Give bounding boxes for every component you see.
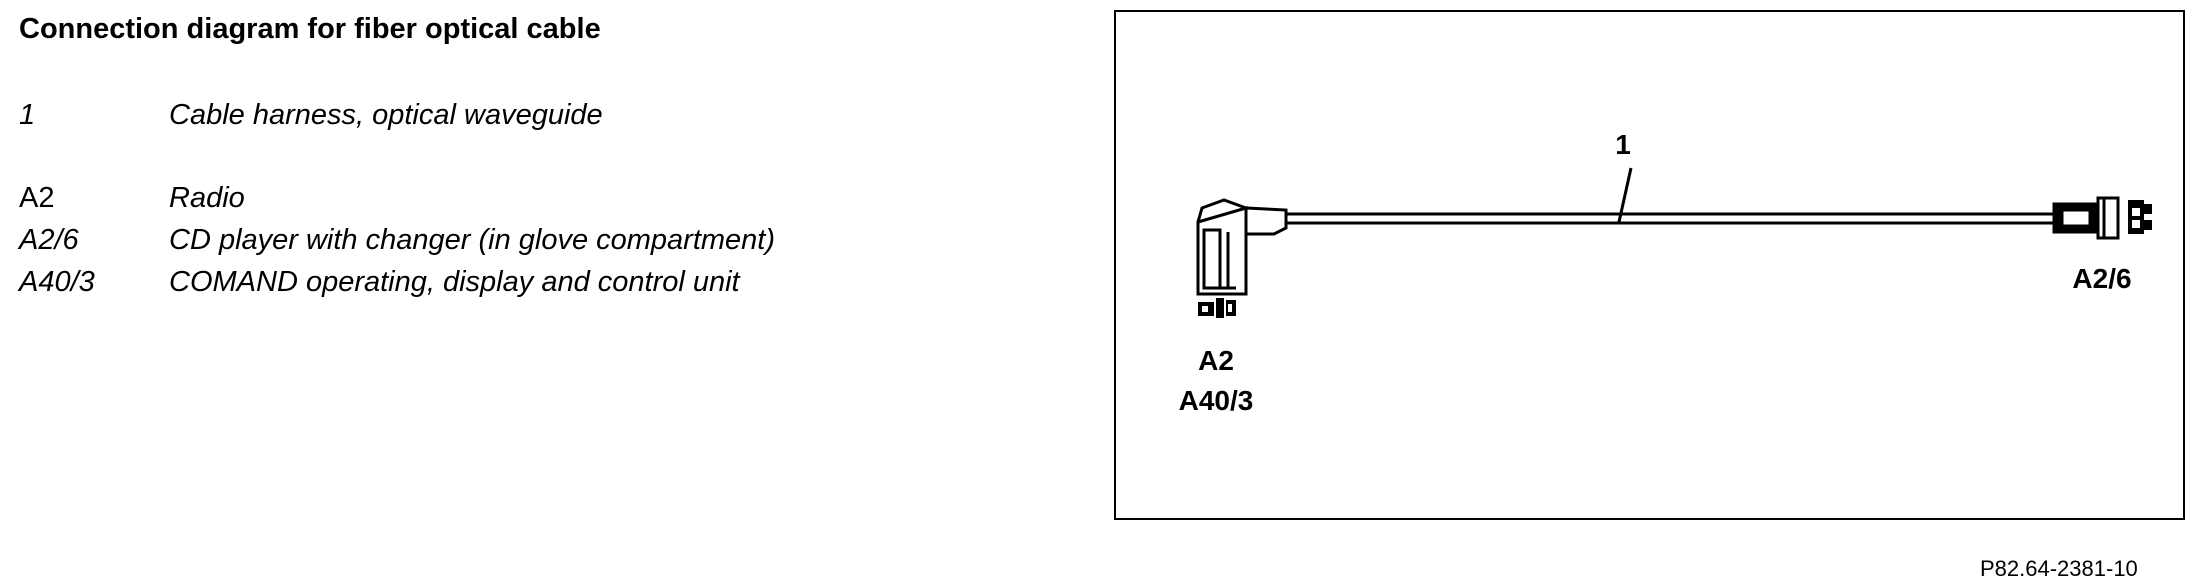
connector-symbol-icon <box>1198 298 1236 318</box>
connection-diagram: 1 A2 A40/3 <box>1179 129 2152 416</box>
reference-number: P82.64-2381-10 <box>1980 556 2138 581</box>
diagram-frame: 1 A2 A40/3 <box>1114 10 2185 520</box>
legend-description: COMAND operating, display and control un… <box>169 266 740 298</box>
legend-description: Cable harness, optical waveguide <box>169 99 603 131</box>
left-connector <box>1196 198 1288 296</box>
left-label-a40-3: A40/3 <box>1179 385 1254 416</box>
legend-code: A40/3 <box>19 266 95 298</box>
legend-code: A2 <box>19 182 55 214</box>
legend-code: A2/6 <box>19 224 79 256</box>
page-title: Connection diagram for fiber optical cab… <box>19 13 601 45</box>
cable-label: 1 <box>1615 129 1631 160</box>
left-label-a2: A2 <box>1198 345 1234 376</box>
optical-cable <box>1286 212 2054 225</box>
right-connector <box>2052 196 2120 240</box>
legend-description: CD player with changer (in glove compart… <box>169 224 776 256</box>
legend-description: Radio <box>169 182 245 214</box>
connector-symbol-icon <box>2128 200 2152 234</box>
right-label-a2-6: A2/6 <box>2072 263 2131 294</box>
cable-leader-line <box>1617 167 1633 223</box>
legend-code: 1 <box>19 99 36 131</box>
